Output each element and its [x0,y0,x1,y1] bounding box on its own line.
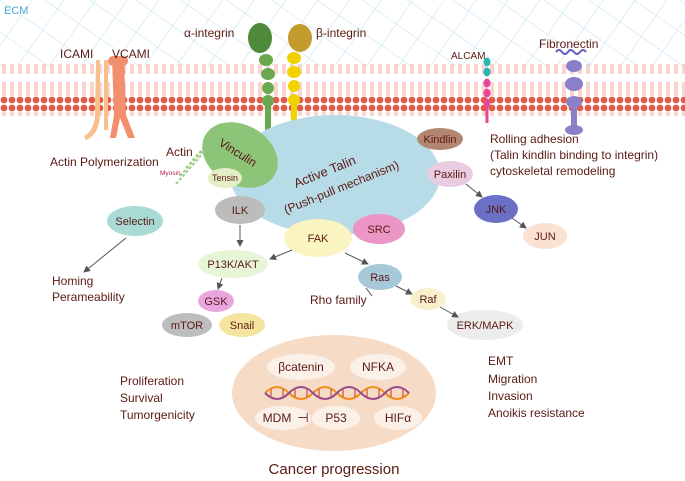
arrow-ras-raf [395,285,413,295]
ecm-mesh [0,0,685,66]
arrow-raf-erk [439,306,459,318]
nfka-label: NFKA [362,360,394,374]
permeability-label: Perameability [52,290,125,304]
paxilin-label: Paxilin [434,169,466,181]
outcome-tumorgenicity: Tumorgenicity [120,408,195,422]
fak-label: FAK [308,233,329,245]
actin-polymerization-label: Actin Polymerization [50,155,159,169]
raf-node [410,288,446,310]
outcome-emt: EMT [488,354,514,368]
jnk-node [474,195,518,223]
src-label: SRC [367,224,390,236]
tensin-node [208,168,242,188]
selectin-node [107,206,163,236]
raf-label: Raf [419,294,437,306]
inhibit-symbol: ⊣ [297,410,308,425]
vcam-receptor [108,56,135,138]
arrow-fak-ras [344,252,369,265]
cell-membrane [0,64,685,116]
alcam-receptor [483,57,491,123]
arrow-selectin-homing [83,237,127,273]
hifa-label: HIFα [385,411,411,425]
snail-node [219,313,265,337]
ecm-label: ECM [4,5,28,17]
fibronectin-receptor [555,49,587,135]
jun-node [523,223,567,249]
ilk-node [215,196,265,224]
arrow-ras-rho [365,287,373,297]
homing-label: Homing [52,274,93,288]
outcome-migration: Migration [488,372,537,386]
hifa-node [374,406,422,430]
nucleus [232,335,436,451]
icam-receptor [84,60,108,140]
icam-label: ICAMI [60,47,93,61]
outcome-anoikis-resistance: Anoikis resistance [488,406,585,420]
erk-mapk-node [447,310,523,340]
paxilin-node [427,161,473,187]
fak-node [284,219,352,257]
tensin-label: Tensin [212,173,238,183]
erk-mapk-label: ERK/MAPK [457,320,515,332]
nfka-node [350,354,406,380]
arrow-p13k-gsk [216,277,224,290]
ras-node [358,264,402,290]
bcatenin-node [267,354,335,380]
beta-integrin-label: β-integrin [316,26,366,40]
p13k-akt-label: P13K/AKT [207,259,259,271]
jun-label: JUN [534,231,555,243]
active-talin-node [230,115,440,235]
p53-node [312,406,360,430]
rho-family-label: Rho family [310,293,367,307]
arrow-jnk-jun [511,217,527,229]
alcam-label: ALCAM [451,51,485,62]
arrow-fak-p13k [269,249,293,260]
mdm-node [255,406,311,430]
cancer-progression-caption: Cancer progression [269,461,400,478]
rolling-adhesion-line-2: (Talin kindlin binding to integrin) [490,148,658,162]
rolling-adhesion-line-1: Rolling adhesion [490,132,579,146]
actin-label: Actin [166,145,193,159]
mdm-label: MDM [263,411,292,425]
fibronectin-label: Fibronectin [539,37,598,51]
src-node [353,214,405,244]
gsk-label: GSK [204,296,228,308]
alpha-integrin-receptor [248,23,275,142]
outcome-proliferation: Proliferation [120,374,184,388]
alpha-integrin-label: α-integrin [184,26,234,40]
gsk-node [198,290,234,312]
arrow-paxilin-jnk [465,183,483,198]
ilk-label: ILK [232,205,249,217]
kindlin-node [417,128,463,150]
kindlin-label: Kindlin [423,134,456,146]
vcam-label: VCAMI [112,47,150,61]
p53-label: P53 [325,411,347,425]
snail-label: Snail [230,320,254,332]
rolling-adhesion-line-3: cytoskeletal remodeling [490,164,615,178]
mtor-label: mTOR [171,320,203,332]
outcome-survival: Survival [120,391,163,405]
ras-label: Ras [370,272,390,284]
bcatenin-label: βcatenin [278,360,324,374]
mtor-node [162,313,212,337]
selectin-label: Selectin [115,216,154,228]
myosin-label: Myosin [160,170,181,177]
outcome-invasion: Invasion [488,389,533,403]
dna-helix [264,386,410,400]
jnk-label: JNK [486,204,507,216]
p13k-akt-node [198,250,268,278]
